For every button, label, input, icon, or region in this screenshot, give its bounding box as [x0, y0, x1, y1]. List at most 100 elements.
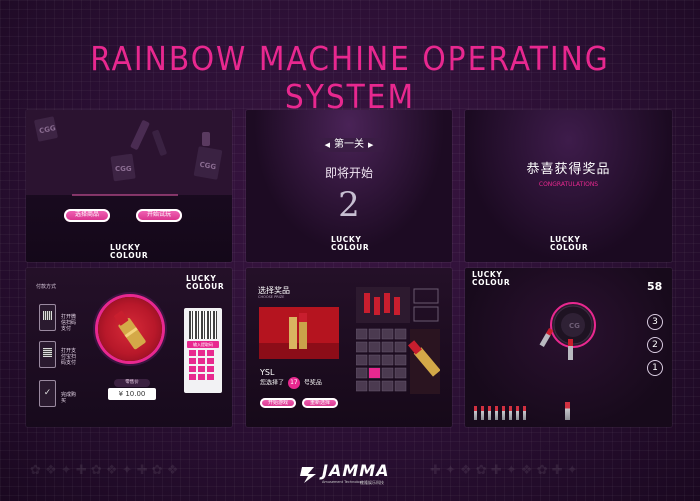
screen-congratulations: 恭喜获得奖品 CONGRATULATIONS LUCKY COLOUR	[465, 110, 672, 262]
logo-line1: LUCKY	[110, 243, 141, 252]
lipstick-icon	[516, 406, 519, 420]
wechat-pay-phone	[39, 304, 56, 331]
done-step-text: 完成购买	[61, 392, 77, 404]
lipstick-icon	[509, 406, 512, 420]
congrats-title: 恭喜获得奖品	[526, 162, 611, 177]
lipstick-icon	[495, 406, 498, 420]
level-indicator: 2	[647, 337, 663, 353]
lipstick-icon	[114, 310, 146, 350]
qr-icon	[43, 348, 52, 357]
selected-prefix: 您选择了	[260, 379, 285, 387]
alipay-step-text: 打开支付宝扫码支付	[61, 348, 77, 366]
svg-text:CGG: CGG	[39, 124, 57, 135]
price-tag: 零售价	[114, 379, 150, 387]
selected-prize-text: 您选择了 17 号奖品	[260, 377, 322, 390]
start-game-button[interactable]: 开始游戏	[260, 398, 296, 408]
alipay-phone	[39, 341, 56, 368]
qr-icon	[43, 311, 52, 320]
start-trial-button[interactable]: 开始试玩 TRIAL PLAY	[136, 209, 182, 223]
lipstick-icon	[474, 406, 477, 420]
key-button[interactable]	[198, 366, 205, 372]
key-button[interactable]	[189, 350, 196, 356]
prize-grid[interactable]	[355, 287, 441, 419]
keypad-grid[interactable]	[189, 350, 217, 380]
key-button[interactable]	[198, 350, 205, 356]
level-indicator: 3	[647, 314, 663, 330]
key-button[interactable]	[207, 358, 214, 364]
pay-method-label: 付款方式	[36, 284, 57, 290]
key-button[interactable]	[189, 374, 196, 380]
logo-line2: COLOUR	[331, 243, 370, 252]
key-button[interactable]	[207, 350, 214, 356]
congrats-subtitle: CONGRATULATIONS	[538, 181, 599, 188]
qr-code	[189, 311, 217, 339]
svg-text:CG: CG	[569, 322, 580, 330]
price-value: ¥ 10.00	[108, 388, 156, 400]
countdown-number: 2	[338, 185, 360, 225]
pickup-code-keypad: 输入提取码	[184, 308, 222, 393]
level-indicator: 1	[647, 360, 663, 376]
key-button[interactable]	[189, 366, 196, 372]
lucky-colour-logo: LUCKY COLOUR	[550, 236, 588, 252]
choose-product-sub: CHANGE PRIZE	[75, 219, 99, 223]
start-trial-sub: TRIAL PLAY	[150, 219, 168, 223]
reselect-button[interactable]: 重新选择	[302, 398, 338, 408]
lucky-colour-logo: LUCKY COLOUR	[110, 244, 148, 260]
decor-icons-left: ✿ ❖ ✦ ✚ ✿ ❖ ✦ ✚ ✿ ❖	[30, 463, 179, 478]
level-banner: ◀ 第一关 ▶	[313, 138, 385, 152]
choose-product-button[interactable]: 选择商品 CHANGE PRIZE	[64, 209, 110, 223]
starting-soon-text: 即将开始	[324, 166, 373, 180]
screen-level-start: ◀ 第一关 ▶ 即将开始 2 LUCKY COLOUR	[246, 110, 452, 262]
logo-line2: COLOUR	[472, 278, 511, 287]
logo-cn: 佳隆娱乐科技	[360, 480, 384, 485]
chevron-left-icon: ◀	[324, 141, 330, 149]
choose-product-label: 选择商品	[74, 211, 99, 218]
screen-home: CGG CGG CGG 选择商品 CHANGE PRIZE 开始试玩 TRIAL…	[26, 110, 232, 262]
done-phone: ✓	[39, 380, 56, 407]
svg-text:CGG: CGG	[115, 165, 132, 173]
logo-line1: LUCKY	[472, 270, 503, 279]
choose-prize-title: 选择奖品	[258, 286, 290, 295]
lucky-colour-logo: LUCKY COLOUR	[331, 236, 369, 252]
jamma-logo: JAMMA Amusement Technology 佳隆娱乐科技	[298, 462, 402, 490]
pickup-code-label: 输入提取码	[187, 341, 219, 348]
svg-text:CGG: CGG	[199, 161, 217, 172]
prize-brand: YSL	[260, 368, 275, 377]
countdown-timer: 58	[647, 280, 663, 293]
screen-game: LUCKY COLOUR 58 CG 3 2 1	[465, 268, 672, 427]
screen-payment: 付款方式 打开微信扫码支付 打开支付宝扫码支付 ✓ 完成购买 零售价 ¥ 10.…	[26, 268, 232, 427]
jamma-mark-icon	[300, 467, 316, 483]
check-icon: ✓	[43, 388, 52, 398]
prize-grid-graphic	[355, 287, 441, 394]
start-trial-label: 开始试玩	[146, 211, 171, 218]
key-button[interactable]	[198, 374, 205, 380]
lipstick-icon	[481, 406, 484, 420]
logo-line2: COLOUR	[186, 282, 225, 291]
logo-line2: COLOUR	[550, 243, 589, 252]
lipstick-icon	[502, 406, 505, 420]
ysl-lipstick-photo	[259, 307, 339, 359]
lipstick-product-photo: CGG CGG CGG	[26, 110, 232, 196]
key-button[interactable]	[207, 374, 214, 380]
lucky-colour-logo: LUCKY COLOUR	[472, 271, 510, 287]
lipstick-icon	[523, 406, 526, 420]
selected-number-badge: 17	[287, 377, 300, 389]
logo-line1: LUCKY	[550, 235, 581, 244]
level-label: 第一关	[334, 139, 364, 150]
wechat-step-text: 打开微信扫码支付	[61, 314, 77, 332]
choose-prize-subtitle: CHOOSE PRIZE	[258, 295, 285, 299]
key-button[interactable]	[207, 366, 214, 372]
lipstick-icon	[488, 406, 491, 420]
logo-text: JAMMA	[322, 461, 390, 480]
selected-suffix: 号奖品	[303, 379, 322, 387]
logo-line2: COLOUR	[110, 251, 149, 260]
lipstick-wheel: CG	[539, 302, 596, 360]
decor-icons-right: ✚ ✦ ❖ ✿ ✚ ✦ ❖ ✿ ✚ ✦	[430, 463, 578, 478]
page-title: RAINBOW MACHINE OPERATING SYSTEM	[90, 39, 610, 116]
key-button[interactable]	[198, 358, 205, 364]
active-lipstick-icon	[565, 402, 570, 420]
logo-line1: LUCKY	[331, 235, 362, 244]
chevron-right-icon: ▶	[368, 141, 374, 149]
product-image-circle	[98, 297, 162, 361]
key-button[interactable]	[189, 358, 196, 364]
